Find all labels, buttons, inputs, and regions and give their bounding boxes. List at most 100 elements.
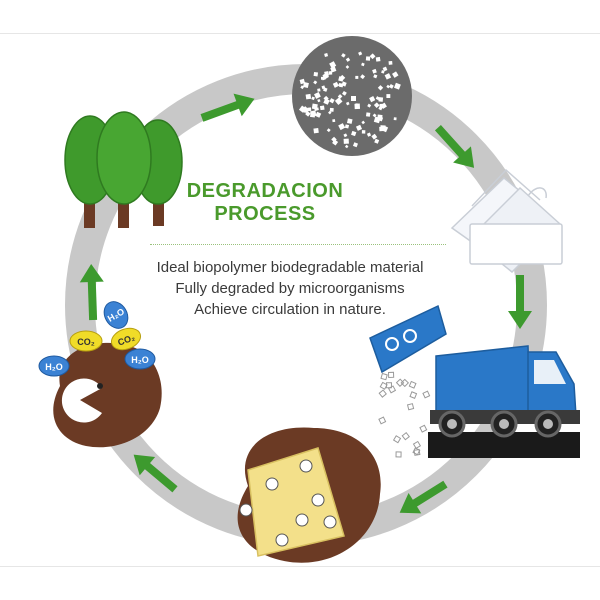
granule	[386, 94, 391, 98]
granule	[332, 119, 336, 123]
arrow-buried-to-soil	[133, 454, 178, 493]
microbe	[323, 515, 337, 529]
granule	[319, 105, 325, 111]
description-line-3: Achieve circulation in nature.	[194, 301, 386, 318]
granule	[374, 138, 380, 144]
granule	[314, 92, 321, 99]
description-line-2: Fully degraded by microorganisms	[175, 280, 405, 297]
granule	[334, 97, 343, 106]
falling-flake	[406, 403, 415, 411]
falling-flake	[379, 381, 388, 390]
granule	[317, 88, 321, 92]
arrow-trees-to-granules	[200, 93, 255, 122]
granule	[366, 132, 372, 137]
granule	[355, 75, 359, 79]
molecules-group: H₂O H₂O CO₂ CO₂ H₂O	[38, 301, 156, 377]
granule	[355, 124, 363, 131]
granule	[311, 103, 318, 110]
granule	[381, 70, 385, 74]
granule	[382, 66, 388, 72]
granule	[300, 85, 305, 90]
granule	[386, 84, 390, 89]
microbe	[295, 513, 309, 527]
falling-flake	[412, 440, 422, 450]
arrow-bags-to-truck	[508, 275, 532, 329]
granule	[377, 114, 383, 120]
granule	[323, 87, 328, 92]
granule	[341, 53, 346, 58]
co2-molecule-left: CO₂	[69, 330, 103, 352]
trees-icon	[64, 111, 183, 228]
granule	[324, 53, 329, 57]
granule	[352, 142, 358, 148]
granule	[332, 81, 339, 88]
arrow-truck-to-buried	[399, 480, 448, 514]
microbe	[311, 493, 325, 507]
buried-material-icon	[237, 427, 381, 563]
h2o-molecule-top: H₂O	[103, 301, 129, 329]
falling-flake	[387, 385, 397, 394]
granule	[314, 107, 318, 112]
bottom-border-line	[0, 566, 600, 567]
title-divider	[150, 244, 446, 245]
granule	[373, 102, 380, 109]
granule	[307, 107, 312, 112]
h2o-label-right: H₂O	[131, 355, 149, 365]
granule	[346, 101, 350, 106]
granule	[358, 51, 363, 56]
granule	[378, 97, 384, 102]
granule	[367, 103, 372, 108]
h2o-molecule-right: H₂O	[124, 348, 156, 370]
microbe	[239, 503, 253, 517]
arrow-soil-to-trees	[79, 264, 104, 321]
granule	[328, 110, 332, 115]
granule	[313, 80, 318, 85]
plastic-bags-icon	[450, 168, 563, 274]
granule	[372, 113, 377, 118]
granule	[379, 103, 384, 108]
granule	[315, 111, 322, 118]
microbe	[299, 459, 313, 473]
granule	[361, 130, 366, 134]
granule	[342, 90, 347, 96]
granule	[299, 78, 305, 85]
h2o-molecule-left: H₂O	[38, 355, 70, 377]
granule	[313, 128, 319, 134]
granule	[361, 62, 365, 67]
granule	[375, 96, 380, 101]
title-line-2: PROCESS	[214, 203, 316, 225]
granule	[311, 96, 315, 101]
falling-flake	[378, 389, 387, 398]
falling-flake	[392, 435, 402, 444]
h2o-label-left: H₂O	[45, 362, 63, 372]
granule	[350, 96, 356, 101]
granule	[338, 82, 342, 87]
falling-flake	[419, 424, 428, 433]
granule	[343, 133, 348, 138]
granule	[392, 71, 399, 78]
granule	[324, 71, 329, 76]
falling-flake	[401, 431, 410, 441]
microorganism-soil-icon	[53, 342, 162, 448]
co2-label-left: CO₂	[77, 337, 95, 347]
falling-flake	[409, 391, 418, 399]
granule	[326, 128, 331, 133]
granule	[373, 74, 378, 79]
falling-flake	[400, 378, 410, 388]
granule	[369, 96, 376, 103]
granule	[379, 126, 384, 132]
granule	[329, 107, 334, 112]
top-border-line	[0, 33, 600, 34]
granule	[330, 66, 337, 73]
granule	[351, 130, 357, 137]
granule	[371, 133, 378, 140]
granule	[329, 98, 335, 104]
granule	[361, 120, 366, 125]
granule	[384, 73, 392, 80]
plastic-granules-icon	[292, 36, 412, 156]
description-line-1: Ideal biopolymer biodegradable material	[156, 259, 424, 276]
granule	[328, 71, 333, 75]
granule	[344, 124, 350, 129]
granule	[355, 103, 359, 107]
